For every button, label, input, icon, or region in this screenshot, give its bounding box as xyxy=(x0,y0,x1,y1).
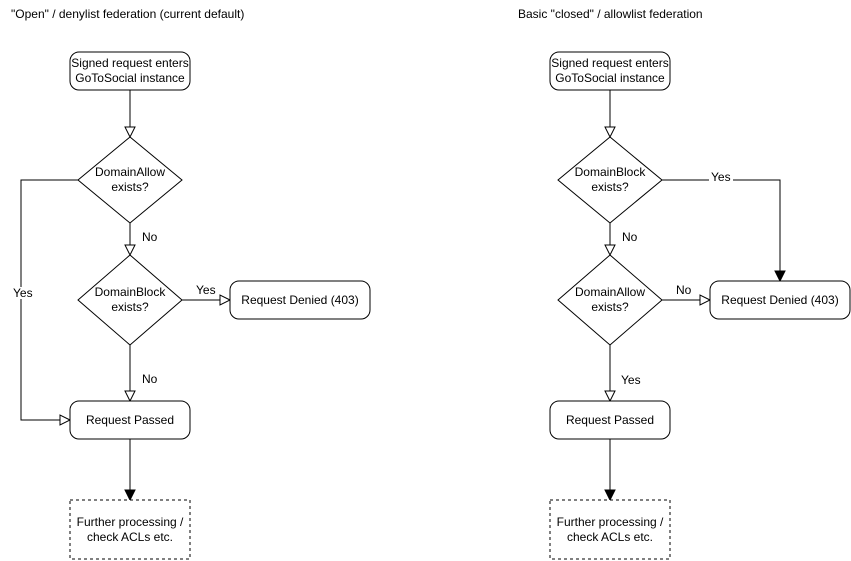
right-arrow-open-d1 xyxy=(604,126,616,139)
left-decision2-diamond xyxy=(77,254,183,346)
right-decision2-diamond xyxy=(557,254,663,346)
left-arrow-open-d1 xyxy=(124,126,136,139)
left-arrow-open-denied xyxy=(219,294,232,306)
right-decision1-diamond xyxy=(557,136,663,224)
left-further-node xyxy=(69,499,191,560)
left-arrow-open-passed-side xyxy=(59,414,72,426)
left-denied-node xyxy=(229,280,371,320)
right-arrow-open-passed xyxy=(604,390,616,403)
right-arrow-open-d2 xyxy=(604,244,616,257)
left-arrow-open-passed xyxy=(124,390,136,403)
right-start-node xyxy=(549,51,671,91)
left-arrow-filled-further xyxy=(124,489,136,502)
right-denied-node xyxy=(709,280,851,320)
left-passed-node xyxy=(69,400,191,440)
right-passed-node xyxy=(549,400,671,440)
left-flow-title: "Open" / denylist federation (current de… xyxy=(11,7,245,21)
right-flow-title: Basic "closed" / allowlist federation xyxy=(518,7,703,21)
left-decision1-diamond xyxy=(77,136,183,224)
right-arrow-filled-further xyxy=(604,489,616,502)
left-arrow-open-d2 xyxy=(124,244,136,257)
right-edge-d1yes-to-denied xyxy=(662,179,781,292)
right-arrow-filled-denied xyxy=(774,270,786,283)
left-edge-d1yes-to-passed xyxy=(20,179,78,421)
right-arrow-open-denied xyxy=(699,294,712,306)
left-start-node xyxy=(69,51,191,91)
right-further-node xyxy=(549,499,671,560)
